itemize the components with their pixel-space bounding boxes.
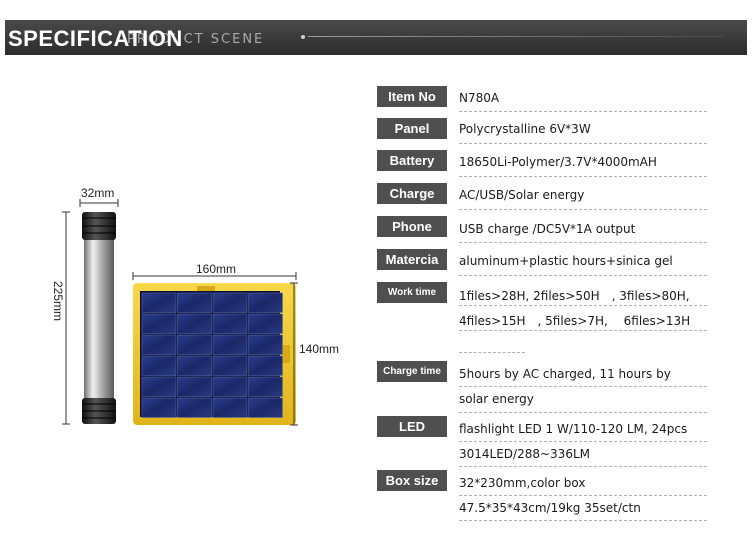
- spec-label-material: Matercia: [377, 249, 447, 270]
- spec-value-box-size-line-2: 47.5*35*43cm/19kg 35set/ctn: [459, 501, 641, 515]
- spec-divider: [459, 441, 707, 442]
- spec-label-phone: Phone: [377, 216, 447, 237]
- spec-label-charge: Charge: [377, 183, 447, 204]
- solar-cell: [212, 334, 248, 355]
- spec-value-box-size-line-1: 32*230mm,color box: [459, 476, 586, 490]
- solar-cell: [248, 355, 283, 376]
- spec-divider: [459, 330, 707, 331]
- spec-label-charge-time: Charge time: [377, 361, 447, 382]
- solar-cell: [248, 313, 283, 334]
- solar-cell: [177, 334, 212, 355]
- banner-title: SPECIFICATION: [8, 26, 183, 51]
- spec-value-item-no: N780A: [459, 91, 500, 105]
- spec-divider: [459, 176, 707, 177]
- spec-label-box-size: Box size: [377, 470, 447, 491]
- spec-divider: [459, 386, 707, 387]
- spec-divider: [459, 352, 525, 353]
- solar-cell: [141, 355, 177, 376]
- solar-cell: [248, 334, 283, 355]
- solar-cell: [248, 292, 283, 313]
- banner-divider: [308, 36, 723, 37]
- spec-value-work-time-line-1: 1files>28H, 2files>50H , 3files>80H,: [459, 289, 690, 303]
- tube-length-label: 225mm: [51, 281, 65, 322]
- spec-value-led-line-2: 3014LED/288~336LM: [459, 447, 590, 461]
- spec-label-panel: Panel: [377, 118, 447, 139]
- spec-divider: [459, 412, 707, 413]
- solar-cell: [248, 397, 283, 418]
- solar-cell: [212, 313, 248, 334]
- banner-dot: [301, 35, 305, 39]
- solar-cell: [141, 292, 177, 313]
- spec-value-charge-time-line-1: 5hours by AC charged, 11 hours by: [459, 367, 671, 381]
- solar-cell: [177, 313, 212, 334]
- banner-subtitle: PRODUCT SCENE: [127, 32, 265, 47]
- solar-cell: [212, 376, 248, 397]
- spec-divider: [459, 275, 707, 276]
- section-banner: PRODUCT SCENE SPECIFICATION: [5, 20, 747, 55]
- solar-cell: [177, 292, 212, 313]
- spec-label-work-time: Work time: [377, 282, 447, 303]
- spec-label-led: LED: [377, 416, 447, 437]
- spec-divider: [459, 495, 707, 496]
- spec-value-led-line-1: flashlight LED 1 W/110-120 LM, 24pcs: [459, 422, 688, 436]
- panel-dimension-lines: [132, 272, 298, 426]
- spec-value-panel: Polycrystalline 6V*3W: [459, 122, 591, 136]
- solar-panel: [133, 283, 296, 425]
- solar-cell: [212, 397, 248, 418]
- spec-divider: [459, 242, 707, 243]
- spec-divider: [459, 466, 707, 467]
- spec-label-battery: Battery: [377, 150, 447, 171]
- solar-cell: [212, 292, 248, 313]
- solar-cell: [177, 397, 212, 418]
- spec-divider: [459, 143, 707, 144]
- spec-value-battery: 18650Li-Polymer/3.7V*4000mAH: [459, 155, 657, 169]
- tube-dimension-lines: [62, 199, 119, 425]
- spec-value-charge: AC/USB/Solar energy: [459, 188, 585, 202]
- spec-divider: [459, 305, 707, 306]
- spec-value-charge-time-line-2: solar energy: [459, 392, 534, 406]
- spec-value-material: aluminum+plastic hours+sinica gel: [459, 254, 673, 268]
- panel-width-label: 160mm: [196, 262, 237, 276]
- spec-value-phone: USB charge /DC5V*1A output: [459, 222, 636, 236]
- spec-divider: [459, 209, 707, 210]
- spec-divider: [459, 111, 707, 112]
- solar-cell: [212, 355, 248, 376]
- solar-cell: [141, 313, 177, 334]
- spec-value-work-time-line-2: 4files>15H , 5files>7H, 6files>13H: [459, 314, 691, 328]
- spec-label-item-no: Item No: [377, 86, 447, 107]
- solar-cell: [177, 376, 212, 397]
- solar-cell: [141, 376, 177, 397]
- tube-diameter-label: 32mm: [81, 186, 115, 200]
- tube-light: [82, 212, 116, 424]
- solar-cell: [177, 355, 212, 376]
- spec-divider: [459, 520, 707, 521]
- solar-cell: [141, 397, 177, 418]
- panel-height-label: 140mm: [299, 342, 340, 356]
- solar-cell: [248, 376, 283, 397]
- solar-cell: [141, 334, 177, 355]
